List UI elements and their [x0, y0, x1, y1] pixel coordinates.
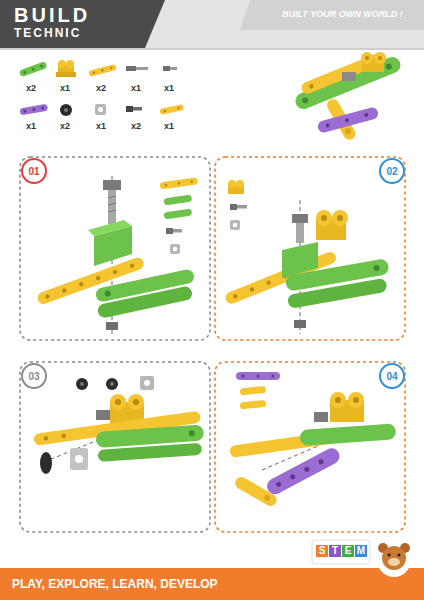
- part-count: x1: [60, 84, 70, 94]
- part-count: x1: [96, 122, 106, 132]
- part-count: x2: [26, 84, 36, 94]
- step-number: 02: [386, 166, 397, 177]
- part-count: x1: [164, 122, 174, 132]
- stem-letter: S: [316, 545, 328, 557]
- stem-letter: M: [355, 545, 367, 557]
- step-number: 03: [28, 371, 39, 382]
- stem-letter: T: [329, 545, 341, 557]
- step-circle: 04: [379, 363, 405, 389]
- stem-letter: E: [342, 545, 354, 557]
- title-text: BUILD: [14, 4, 90, 26]
- subtitle-text: TECHNIC: [14, 27, 81, 40]
- step-number: 01: [28, 166, 39, 177]
- step-number: 04: [386, 371, 397, 382]
- part-count: x2: [96, 84, 106, 94]
- part-count: x1: [131, 84, 141, 94]
- step-circle: 01: [21, 158, 47, 184]
- part-count: x2: [60, 122, 70, 132]
- part-count: x2: [131, 122, 141, 132]
- step-circle: 02: [379, 158, 405, 184]
- part-count: x1: [26, 122, 36, 132]
- part-count: x1: [164, 84, 174, 94]
- footer-slogan: PLAY, EXPLORE, LEARN, DEVELOP: [12, 578, 218, 591]
- slogan-text: BUILT YOUR OWN WORLD !: [282, 10, 403, 20]
- step-circle: 03: [21, 363, 47, 389]
